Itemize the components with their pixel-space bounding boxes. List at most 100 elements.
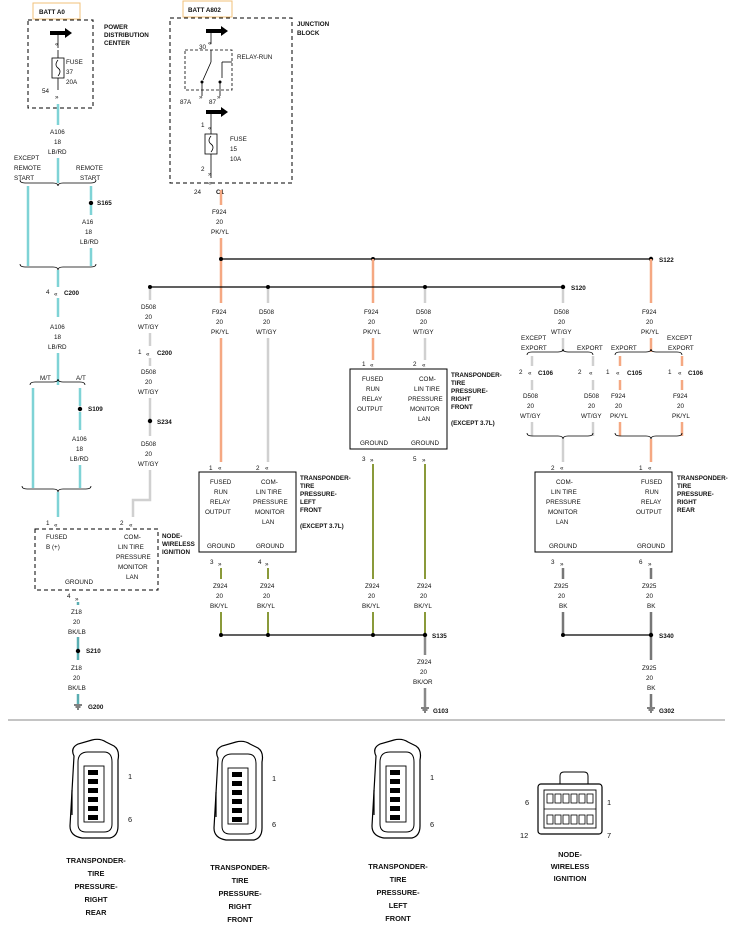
wire-d508-id-n3: D508: [141, 441, 157, 448]
tp-rr-view-title-5: REAR: [86, 908, 108, 917]
splice-s340: [648, 632, 654, 638]
rr-ground-2: GROUND: [637, 543, 665, 550]
wire-z924-id-rf1: Z924: [365, 583, 380, 590]
node-wireless-ignition-module: FUSED B (+) COM- LIN TIRE PRESSURE MONIT…: [34, 528, 195, 591]
tp-lf-view-title-5: FRONT: [385, 914, 411, 923]
node-fused-b-2: B (+): [46, 544, 60, 551]
wire-z18-gauge: 20: [73, 619, 81, 626]
tp-rr-view-title-2: TIRE: [88, 869, 105, 878]
wire-d508-id-rr-a: D508: [523, 393, 539, 400]
node-comlin-3: PRESSURE: [116, 554, 151, 561]
rf-pin-3: 3: [362, 456, 366, 463]
rr-title-3: PRESSURE-: [677, 491, 714, 498]
ground-g103-label: G103: [433, 708, 449, 715]
relay-run-icon: [184, 49, 233, 91]
wire-d508-gauge-lf: 20: [263, 319, 271, 326]
batt-a0-label: BATT A0: [39, 9, 65, 16]
node-view-title-3: IGNITION: [554, 874, 587, 883]
pin-4-label: 4: [46, 289, 50, 296]
rf-title-1: TRANSPONDER-: [451, 372, 502, 379]
wire-f924-id-lf: F924: [212, 309, 227, 316]
wire-f924-id-rr-b: F924: [673, 393, 688, 400]
tp-lf-view-title-3: PRESSURE-: [376, 888, 420, 897]
splice-s135: [422, 632, 428, 638]
wire-z924-gauge-lf1: 20: [216, 593, 224, 600]
wire-a16-gauge: 18: [85, 229, 93, 236]
wire-z924-bkor-id: Z924: [417, 659, 432, 666]
wire-z924-color-lf1: BK/YL: [210, 603, 228, 610]
node-c200-pin-1: 1: [138, 349, 142, 356]
rf-comlin-4: MONITOR: [410, 406, 440, 413]
fuse-15-number: 15: [230, 146, 238, 153]
wire-f924-gauge-rr: 20: [646, 319, 654, 326]
wire-a106-color-2: LB/RD: [48, 344, 67, 351]
tp-rr-view-title-4: RIGHT: [85, 895, 108, 904]
lf-comlin-4: MONITOR: [255, 509, 285, 516]
connector-c200-label-2: C200: [157, 350, 173, 357]
lf-comlin-2: LIN TIRE: [256, 489, 282, 496]
mt-label: M/T: [40, 375, 51, 382]
tp-rr-view-pin-top: 1: [128, 772, 132, 781]
tp-left-front-grounds: 3 » 4 » Z924 20 BK/YL Z924 20 BK/YL: [210, 559, 275, 635]
rr-pin-2: 2: [551, 465, 555, 472]
wire-f924-gauge-lf: 20: [216, 319, 224, 326]
wire-z925-gauge-rr2: 20: [646, 593, 654, 600]
rf-comlin-3: PRESSURE: [408, 396, 443, 403]
f924-trunk: « 24 C1 F924 20 PK/YL S122 S120: [148, 180, 674, 303]
export-2: EXPORT: [611, 345, 637, 352]
wire-z925-gauge-rr1: 20: [558, 593, 566, 600]
bus-arrow-icon: [50, 28, 72, 38]
wire-f924-color-rr-b: PK/YL: [672, 413, 690, 420]
tp-right-rear-d508-branch: D508 20 WT/GY EXCEPT EXPORT EXPORT 2 « C…: [519, 309, 603, 472]
batt-a0-box: BATT A0: [32, 2, 81, 20]
ground-g200-label: G200: [88, 704, 104, 711]
ground-g200-icon: [74, 704, 82, 710]
connector-chevron-icon: »: [199, 94, 203, 101]
rf-pin-5: 5: [413, 456, 417, 463]
rr-pin-3: 3: [551, 559, 555, 566]
lf-ground-2: GROUND: [256, 543, 284, 550]
rr-fused-run-4: OUTPUT: [636, 509, 662, 516]
tp-rf-view-title-3: PRESSURE-: [218, 889, 262, 898]
rf-title-6: (EXCEPT 3.7L): [451, 420, 495, 427]
node-view-pin-7: 7: [607, 831, 611, 840]
fuse-37-rating: 20A: [66, 79, 78, 86]
wire-f924-gauge-rf: 20: [368, 319, 376, 326]
connector-chevron-icon: »: [422, 457, 426, 464]
d508-node-circuit: D508 20 WT/GY 1 « C200 D508 20 WT/GY S23…: [120, 304, 173, 529]
rr-fused-run-2: RUN: [645, 489, 659, 496]
wire-z18-gauge-2: 20: [73, 675, 81, 682]
splice-s210: [75, 648, 81, 654]
rr-fused-run-3: RELAY: [641, 499, 662, 506]
wire-d508-color-n1: WT/GY: [138, 324, 159, 331]
wire-z925-gauge-rr3: 20: [646, 675, 654, 682]
connector-chevron-icon: «: [146, 351, 150, 358]
tp-left-front-module: FUSED RUN RELAY OUTPUT COM- LIN TIRE PRE…: [198, 471, 351, 553]
fuse-37-number: 37: [66, 69, 74, 76]
wire-d508-gauge-n3: 20: [145, 451, 153, 458]
lf-ground-1: GROUND: [207, 543, 235, 550]
rf-title-2: TIRE: [451, 380, 465, 387]
ground-g103-icon: [421, 707, 429, 713]
wire-z925-color-rr1: BK: [559, 603, 568, 610]
lf-comlin-5: LAN: [262, 519, 275, 526]
wire-a106-id: A106: [50, 129, 65, 136]
wire-d508-gauge-n1: 20: [145, 314, 153, 321]
wire-z924-bkor-color: BK/OR: [413, 679, 433, 686]
node-view-title-1: NODE-: [558, 850, 582, 859]
wire-a106-gauge-2: 18: [54, 334, 62, 341]
c106-pin-2: 2: [519, 369, 523, 376]
node-pin-4-label: 4: [67, 593, 71, 600]
node-view-pin-1: 1: [607, 798, 611, 807]
tp-rf-view-pin-bottom: 6: [272, 820, 276, 829]
tp-lf-view-title-2: TIRE: [390, 875, 407, 884]
at-label: A/T: [76, 375, 86, 382]
wire-a16-color: LB/RD: [80, 239, 99, 246]
remote-start-1: REMOTE: [76, 165, 103, 172]
tp-right-front-module: FUSED RUN RELAY OUTPUT COM- LIN TIRE PRE…: [349, 368, 502, 450]
ground-g302-icon: [647, 707, 655, 713]
splice-s234: [147, 418, 153, 424]
wire-f924-color: PK/YL: [211, 229, 229, 236]
tp-right-rear-grounds: 3 » 6 » Z925 20 BK Z925 20 BK S340 Z925 …: [551, 559, 675, 715]
connector-view-tp-rr: 1 1 6 TRANSPONDER- TIRE PRESSURE- RIGHT …: [66, 738, 132, 917]
